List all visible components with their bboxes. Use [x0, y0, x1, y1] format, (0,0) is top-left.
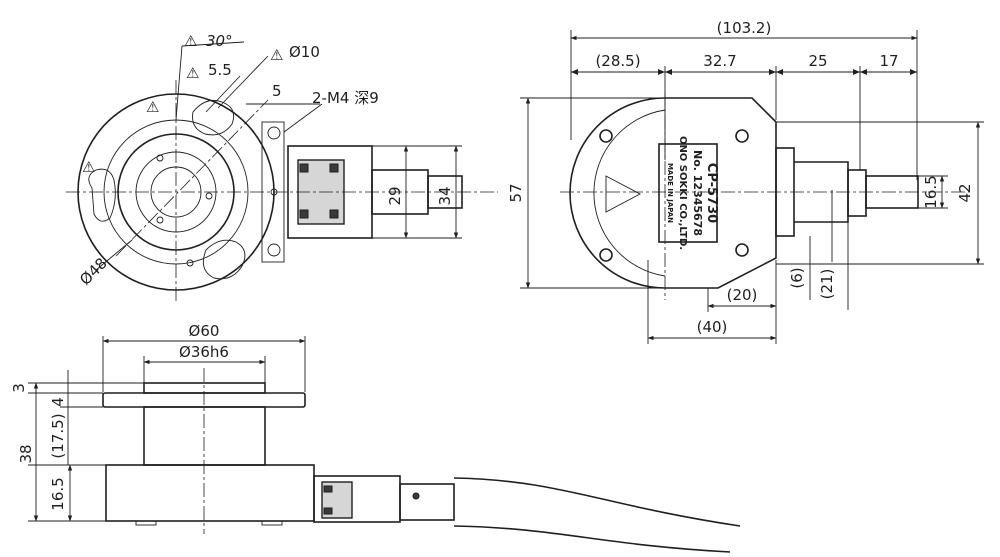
label-103-2: (103.2): [717, 19, 772, 37]
label-dia60: Ø60: [189, 322, 220, 340]
body-neck: [143, 406, 266, 466]
nameplate-model: CP-5730: [704, 163, 719, 223]
side-view: Ø60 Ø36h6 3 4 (17.5) 38 16.5: [10, 322, 741, 553]
body-screw-3: [599, 248, 613, 262]
label-57: 57: [507, 183, 525, 202]
label-5: 5: [272, 82, 282, 100]
top-connector-nut: [847, 169, 867, 217]
label-3: 3: [10, 383, 28, 393]
label-17-5: (17.5): [49, 413, 67, 458]
screw-1: [299, 163, 309, 173]
side-screw-2: [323, 507, 333, 515]
sensor-inner-arc: [593, 109, 666, 277]
leader-5-5: [205, 75, 241, 113]
hole-a: [156, 154, 164, 162]
top-view: (103.2) (28.5) 32.7 25 17 CP-5730 No. 12…: [507, 19, 984, 344]
side-nut: [399, 483, 455, 521]
label-m4: 2-M4 深9: [312, 89, 379, 107]
warning-icon-5: ⚠: [82, 158, 95, 176]
leader-30: [181, 41, 245, 47]
shaft-top: [143, 382, 266, 394]
label-32-7: 32.7: [703, 52, 736, 70]
hole-b: [205, 192, 213, 200]
label-4: 4: [49, 397, 67, 407]
side-screw-1: [323, 485, 333, 493]
nameplate-maker: ONO SOKKI CO.,LTD.: [677, 136, 688, 250]
warning-icon-1: ⚠: [184, 32, 197, 50]
nameplate-serial: No. 12345678: [691, 150, 704, 236]
label-6: (6): [788, 267, 806, 288]
foot-left: [135, 520, 157, 526]
warning-icon-4: ⚠: [146, 98, 159, 116]
warning-icon-2: ⚠: [186, 64, 199, 82]
cable-lower: [453, 525, 731, 553]
boss-screw-top: [267, 126, 281, 140]
foot-right: [261, 520, 283, 526]
label-16-5: 16.5: [922, 175, 940, 208]
direction-arrow: [605, 175, 641, 213]
label-40: (40): [697, 318, 728, 336]
side-nut-dot: [412, 492, 420, 500]
screw-2: [329, 163, 339, 173]
sensor-body: [569, 97, 777, 289]
label-dia36h6: Ø36h6: [179, 343, 229, 361]
label-dia10: Ø10: [289, 43, 320, 61]
hole-c: [156, 216, 164, 224]
body-screw-1: [599, 129, 613, 143]
hole-d: [186, 259, 194, 267]
label-17: 17: [879, 52, 898, 70]
centerline-diag: [115, 99, 269, 257]
leader-dia10: [217, 55, 269, 109]
body-screw-2: [735, 129, 749, 143]
label-29: 29: [386, 186, 404, 205]
slot-left: [88, 168, 116, 222]
leader-dia48: [95, 239, 133, 271]
label-42: 42: [956, 183, 974, 202]
label-28-5: (28.5): [595, 52, 640, 70]
label-34: 34: [436, 186, 454, 205]
leader-m4: [283, 103, 323, 133]
cable-upper: [453, 477, 741, 527]
label-5-5: 5.5: [208, 61, 232, 79]
front-view: 29 34 ⚠ ⚠ ⚠ ⚠ ⚠ 30° Ø10 5.5 5 2-M4 深9 Ø4…: [66, 32, 498, 302]
nameplate: [658, 143, 718, 243]
leader-30-b: [175, 45, 183, 121]
label-38: 38: [17, 444, 35, 463]
label-16-5-side: 16.5: [49, 477, 67, 510]
slot-top: [192, 99, 235, 136]
label-21: (21): [818, 269, 836, 300]
body-screw-4: [735, 243, 749, 257]
label-20: (20): [727, 286, 758, 304]
base: [105, 464, 315, 522]
label-25: 25: [808, 52, 827, 70]
nameplate-origin: MADE IN JAPAN: [666, 163, 674, 223]
warning-icon-3: ⚠: [270, 46, 283, 64]
boss-screw-bottom: [267, 243, 281, 257]
slot-bottom: [202, 239, 246, 280]
label-30deg: 30°: [206, 32, 233, 50]
screw-3: [299, 209, 309, 219]
screw-4: [329, 209, 339, 219]
